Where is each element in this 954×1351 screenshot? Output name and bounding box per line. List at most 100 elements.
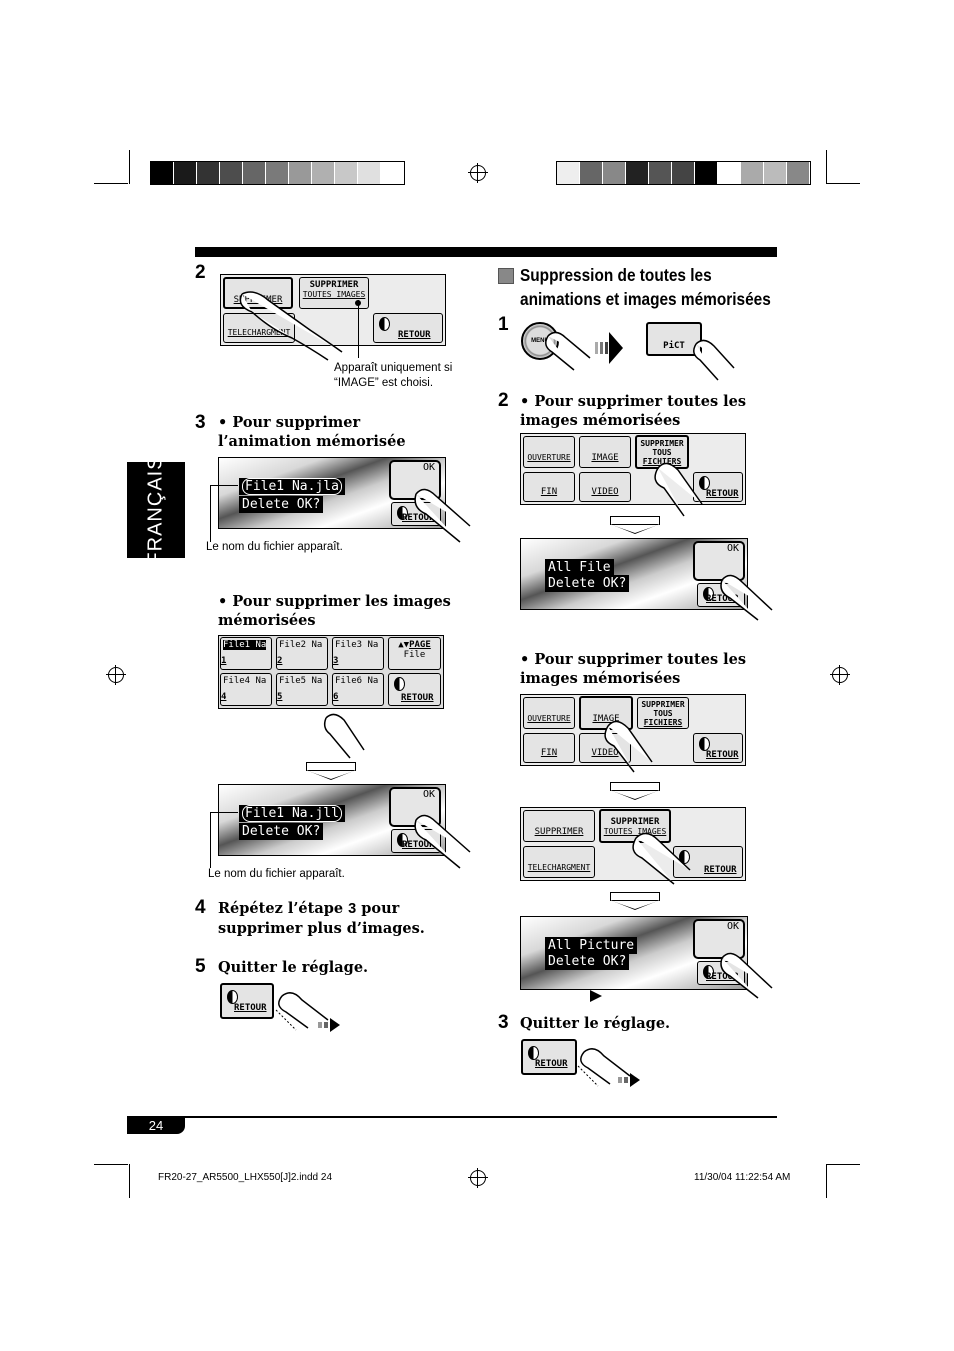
caption: Le nom du fichier apparaît. xyxy=(206,541,343,553)
ok-button[interactable]: OK xyxy=(693,919,745,959)
confirm-line-2: Delete OK? xyxy=(545,953,630,970)
finger-pointer-icon xyxy=(720,952,773,999)
crop-mark xyxy=(94,183,128,184)
caption: Le nom du fichier apparaît. xyxy=(208,868,345,880)
open-button[interactable]: OUVERTURE xyxy=(523,697,575,729)
step-text: Quitter le réglage. xyxy=(520,1015,671,1032)
confirm-line-1: All File xyxy=(545,559,614,576)
delete-confirm-screen: File1 Na.jla Delete OK? OK RETOUR xyxy=(218,457,446,529)
confirm-text: Delete OK? xyxy=(239,823,324,840)
crop-mark xyxy=(826,1164,827,1198)
finger-pointer-icon xyxy=(414,814,471,869)
motion-arrow-icon xyxy=(318,1018,340,1032)
registration-mark-icon xyxy=(468,163,488,183)
pict-button[interactable]: PiCT xyxy=(646,322,702,356)
back-button[interactable]: RETOUR xyxy=(220,983,274,1019)
callout-line xyxy=(358,300,359,358)
finger-pointer-icon xyxy=(545,331,591,371)
step-number: 3 xyxy=(195,412,206,433)
crop-mark xyxy=(94,1164,128,1165)
step-number: 1 xyxy=(498,314,509,335)
crop-mark xyxy=(826,1164,860,1165)
step-number: 4 xyxy=(195,897,206,918)
finger-pointer-icon xyxy=(693,339,735,381)
section-marker-icon xyxy=(498,268,514,284)
callout-line xyxy=(210,485,211,542)
back-button[interactable]: RETOUR xyxy=(673,846,743,878)
delete-confirm-screen: All Picture Delete OK? OK RETOUR xyxy=(520,916,748,990)
callout-line xyxy=(210,812,211,868)
down-arrow-icon xyxy=(610,892,660,910)
finger-pointer-icon xyxy=(239,291,343,361)
registration-mark-icon xyxy=(468,1168,488,1188)
finger-pointer-icon xyxy=(654,462,703,517)
color-bar-left xyxy=(150,161,405,185)
step-number: 5 xyxy=(195,956,206,977)
confirm-line-1: All Picture xyxy=(545,937,638,954)
delete-confirm-screen: File1 Na.jll Delete OK? OK RETOUR xyxy=(218,784,446,856)
step-text: Quitter le réglage. xyxy=(218,959,369,976)
bullet-text: • Pour supprimer toutes les images mémor… xyxy=(520,651,747,687)
ok-button[interactable]: OK xyxy=(389,787,441,827)
back-button[interactable]: RETOUR xyxy=(693,472,743,502)
delete-button[interactable]: SUPPRIMER xyxy=(523,810,595,842)
back-button[interactable]: RETOUR xyxy=(521,1039,577,1075)
back-button[interactable]: RETOUR xyxy=(373,313,443,343)
down-arrow-icon xyxy=(610,782,660,800)
confirm-text: Delete OK? xyxy=(239,496,324,513)
video-button[interactable]: VIDEO xyxy=(579,472,631,502)
finger-pointer-icon xyxy=(323,713,365,759)
end-button[interactable]: FIN xyxy=(523,472,575,502)
callout-line xyxy=(210,812,238,813)
page-arrows-icon: ▲▼ xyxy=(398,640,410,650)
crop-mark xyxy=(826,183,860,184)
language-tab: FRANÇAIS xyxy=(127,455,185,565)
step-number: 2 xyxy=(195,262,206,283)
bullet-text: • Pour supprimer toutes les images mémor… xyxy=(520,393,747,429)
motion-arrow-icon xyxy=(618,1073,640,1087)
section-heading: Suppression de toutes les animations et … xyxy=(520,265,771,309)
open-button[interactable]: OUVERTURE xyxy=(523,436,575,468)
back-button[interactable]: RETOUR xyxy=(693,733,743,763)
delete-confirm-screen: All File Delete OK? OK RETOUR xyxy=(520,538,748,610)
finger-pointer-icon xyxy=(604,720,653,773)
finger-pointer-icon xyxy=(720,574,773,621)
end-button[interactable]: FIN xyxy=(523,733,575,763)
registration-mark-icon xyxy=(830,665,850,685)
color-bar-right xyxy=(556,161,811,185)
step-number: 2 xyxy=(498,390,509,411)
callout-dot xyxy=(355,300,361,306)
crop-mark xyxy=(129,1164,130,1198)
bullet-text: • Pour supprimer l’animation mémorisée xyxy=(218,414,406,450)
download-button[interactable]: TELECHARGMENT xyxy=(523,846,595,878)
crop-mark xyxy=(826,150,827,184)
registration-mark-icon xyxy=(106,665,126,685)
finger-pointer-icon xyxy=(632,832,691,885)
footer-rule xyxy=(127,1116,777,1118)
down-arrow-icon xyxy=(306,762,356,780)
header-rule xyxy=(195,247,777,257)
back-button[interactable]: RETOUR xyxy=(388,673,441,706)
print-timestamp: 11/30/04 11:22:54 AM xyxy=(694,1172,791,1183)
crop-mark xyxy=(129,150,130,184)
image-button[interactable]: IMAGE xyxy=(579,436,631,468)
right-arrow-icon xyxy=(595,332,623,364)
ok-button[interactable]: OK xyxy=(693,541,745,581)
file-name-text: File1 Na.jll xyxy=(239,805,345,822)
page-number: 24 xyxy=(127,1118,185,1134)
download-button[interactable]: TELECHARGMENT xyxy=(223,313,295,343)
confirm-line-2: Delete OK? xyxy=(545,575,630,592)
